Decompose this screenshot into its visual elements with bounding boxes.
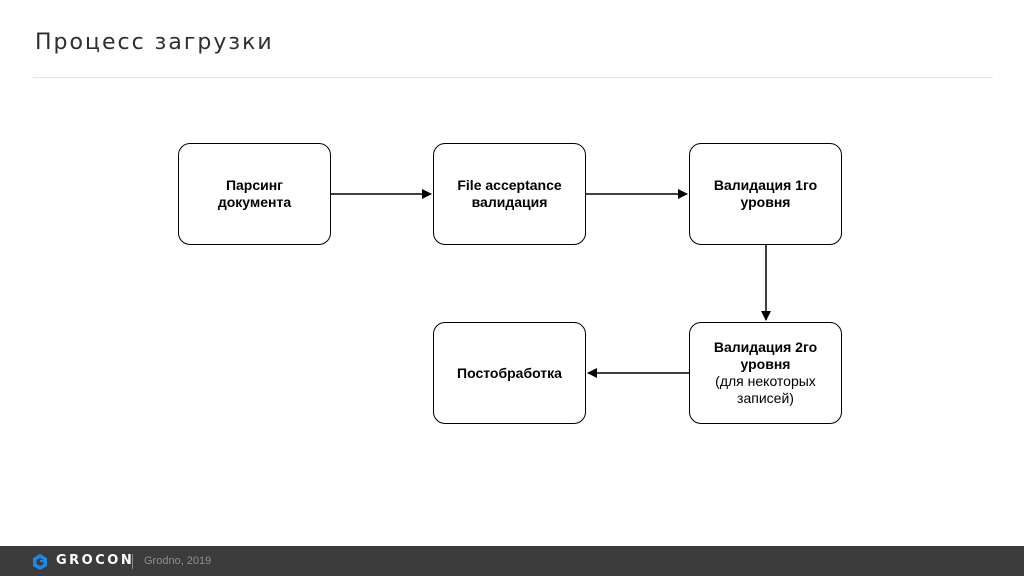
footer-separator [132, 554, 133, 569]
node-validation-level-2-line-1: Валидация 2го [713, 339, 818, 355]
node-validation-level-1-line-1: Валидация 1го [713, 177, 818, 193]
grocon-logo-icon [33, 554, 47, 570]
node-file-acceptance: File acceptance валидация [433, 143, 586, 245]
node-validation-level-1-line-2: уровня [740, 194, 791, 210]
footer-bar: GROCON Grodno, 2019 [0, 546, 1024, 576]
footer-location: Grodno, 2019 [144, 555, 212, 567]
node-postprocessing-line-1: Постобработка [457, 364, 562, 381]
node-file-acceptance-line-1: File acceptance [457, 177, 562, 193]
node-postprocessing: Постобработка [433, 322, 586, 424]
node-validation-level-2: Валидация 2го уровня (для некоторых запи… [689, 322, 842, 424]
footer-brand: GROCON [56, 553, 135, 568]
node-parsing: Парсинг документа [178, 143, 331, 245]
node-parsing-line-2: документа [217, 194, 292, 210]
node-validation-level-2-note-2: записей) [737, 390, 794, 406]
slide-title: Процесс загрузки [35, 30, 274, 55]
node-validation-level-2-note-1: (для некоторых [715, 373, 816, 389]
node-validation-level-1: Валидация 1го уровня [689, 143, 842, 245]
node-file-acceptance-line-2: валидация [471, 194, 548, 210]
title-divider [33, 77, 993, 78]
node-validation-level-2-line-2: уровня [740, 356, 791, 372]
node-parsing-line-1: Парсинг [225, 177, 284, 193]
